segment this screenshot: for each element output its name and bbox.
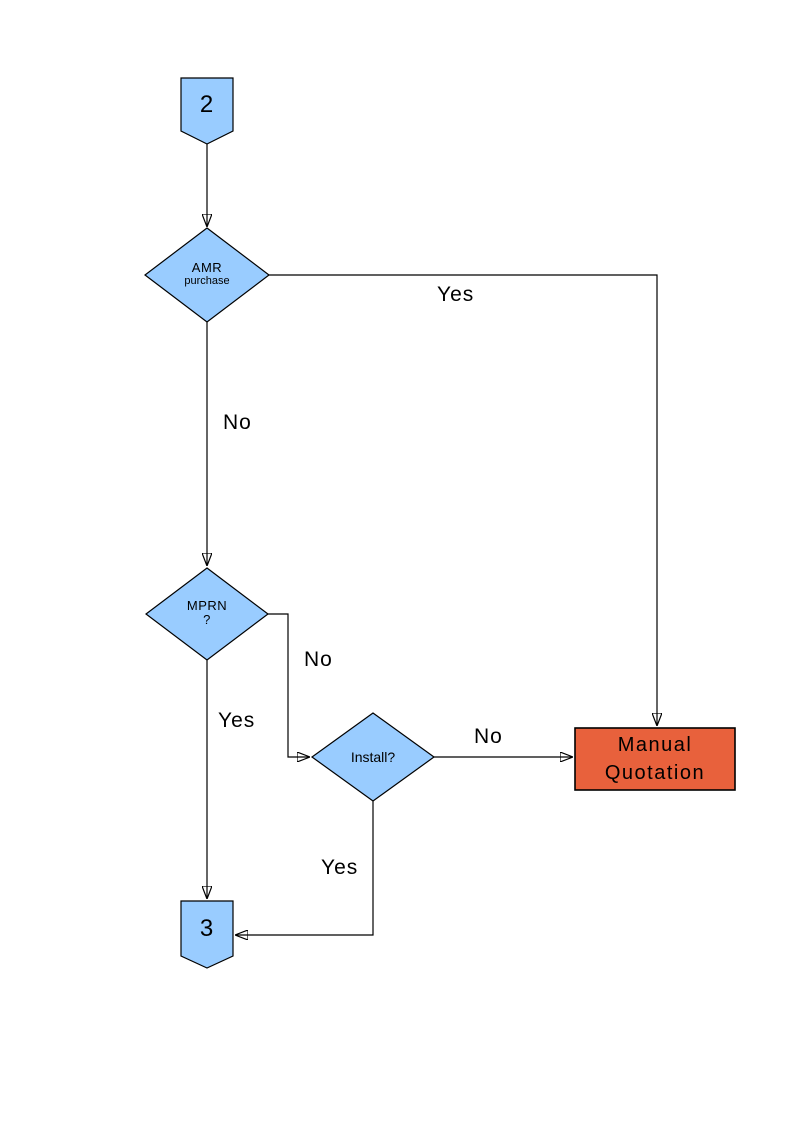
install-decision-label: Install? — [312, 750, 434, 765]
mprn-decision-label: MPRN ? — [146, 599, 268, 627]
amr-decision-shape — [144, 227, 270, 323]
mprn-decision-shape — [145, 567, 269, 661]
edge-amr-yes-to-manual-quotation — [269, 274, 657, 725]
edge-label-mprn-yes: Yes — [218, 709, 256, 732]
connector-3-label: 3 — [199, 915, 215, 942]
install-decision-shape — [310, 712, 436, 802]
manual-quotation-line2: Quotation — [604, 762, 706, 784]
amr-subtitle: purchase — [184, 275, 230, 287]
edge-label-mprn-no: No — [304, 648, 333, 671]
edge-label-install-yes: Yes — [321, 856, 359, 879]
amr-decision-label: AMR purchase — [145, 261, 269, 288]
edge-install-yes-to-connector3 — [236, 801, 374, 935]
connector-2-shape — [180, 77, 234, 145]
mprn-title: MPRN — [186, 598, 228, 613]
mprn-subtitle: ? — [203, 612, 211, 627]
connector-2-label: 2 — [199, 91, 215, 118]
install-text: Install? — [350, 749, 396, 765]
amr-title: AMR — [191, 260, 223, 275]
manual-quotation-label: Manual Quotation — [575, 728, 735, 790]
edge-mprn-no-to-install — [268, 613, 309, 757]
edge-label-amr-yes: Yes — [437, 283, 475, 306]
edge-label-install-no: No — [474, 725, 503, 748]
manual-quotation-shape — [574, 727, 736, 791]
edge-label-amr-no: No — [223, 411, 252, 434]
manual-quotation-line1: Manual — [617, 734, 693, 756]
connector-3-shape — [180, 900, 234, 969]
